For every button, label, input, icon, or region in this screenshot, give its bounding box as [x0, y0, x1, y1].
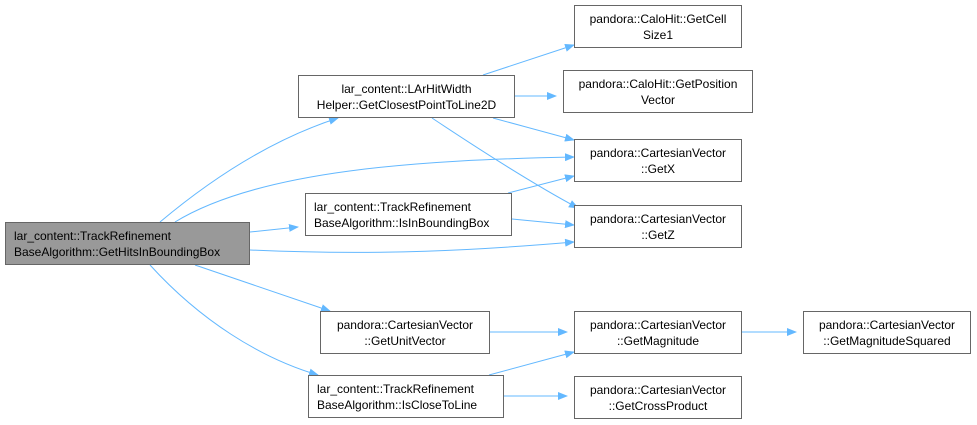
edge-closest-to-cell-size	[482, 44, 575, 76]
node-get-magnitude[interactable]: pandora::CartesianVector ::GetMagnitude	[574, 311, 742, 354]
edge-root-to-get-z	[249, 238, 575, 253]
edge-root-to-closest-point	[159, 116, 339, 223]
node-is-in-bounding-box[interactable]: lar_content::TrackRefinement BaseAlgorit…	[305, 193, 512, 236]
edge-is-close-to-magnitude	[488, 350, 575, 376]
edge-is-in-bbox-to-get-x	[507, 174, 575, 194]
edge-root-to-is-close	[149, 264, 319, 377]
node-get-unit-vector[interactable]: pandora::CartesianVector ::GetUnitVector	[320, 311, 490, 354]
node-get-closest-point-to-line2d[interactable]: lar_content::LArHitWidth Helper::GetClos…	[298, 75, 515, 118]
edge-root-to-unit-vector	[194, 264, 331, 312]
node-is-close-to-line[interactable]: lar_content::TrackRefinement BaseAlgorit…	[308, 375, 504, 418]
edge-closest-to-get-z	[431, 117, 579, 209]
node-get-x[interactable]: pandora::CartesianVector ::GetX	[574, 139, 742, 182]
node-get-cross-product[interactable]: pandora::CartesianVector ::GetCrossProdu…	[574, 376, 742, 419]
node-get-magnitude-squared[interactable]: pandora::CartesianVector ::GetMagnitudeS…	[803, 311, 971, 354]
edge-root-to-is-in-bbox	[249, 223, 299, 233]
edge-is-in-bbox-to-get-z	[511, 218, 575, 229]
edge-closest-to-get-x	[492, 117, 575, 142]
node-get-cell-size1[interactable]: pandora::CaloHit::GetCell Size1	[574, 5, 742, 48]
node-get-hits-in-bounding-box[interactable]: lar_content::TrackRefinement BaseAlgorit…	[5, 222, 250, 265]
node-get-z[interactable]: pandora::CartesianVector ::GetZ	[574, 205, 742, 248]
edge-root-to-get-x	[174, 153, 575, 223]
node-get-position-vector[interactable]: pandora::CaloHit::GetPosition Vector	[563, 70, 753, 113]
